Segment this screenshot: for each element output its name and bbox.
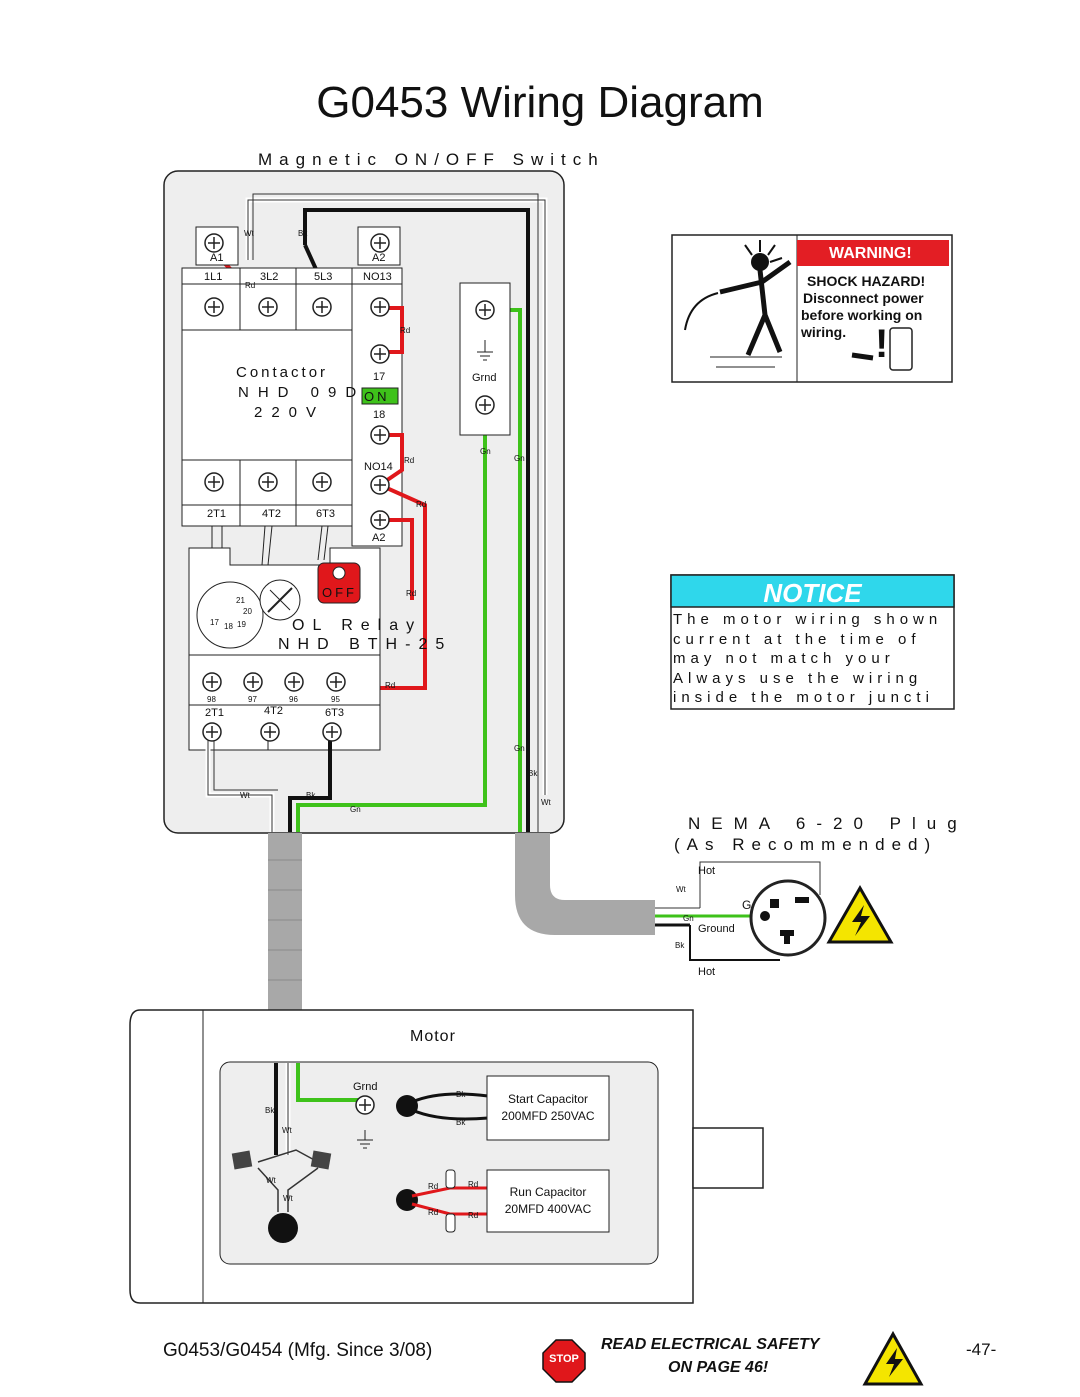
dial-mark-20: 20 bbox=[243, 607, 252, 616]
run-capacitor-name: Run Capacitor bbox=[509, 1185, 587, 1199]
page-title: G0453 Wiring Diagram bbox=[316, 78, 764, 127]
notice-line-3: may not match your bbox=[673, 650, 895, 667]
safety-line-2: ON PAGE 46! bbox=[668, 1359, 769, 1376]
motor-label: Motor bbox=[410, 1028, 456, 1045]
contactor-name: Contactor bbox=[236, 364, 329, 381]
ol-terminal-2t1-label: 2T1 bbox=[205, 707, 224, 719]
wire-tag-gn: Gn bbox=[514, 744, 525, 753]
footer-model: G0453/G0454 (Mfg. Since 3/08) bbox=[163, 1340, 433, 1361]
plug-label: NEMA 6-20 Plug bbox=[688, 814, 968, 833]
notice-line-1: The motor wiring shown bbox=[673, 611, 943, 628]
plug-hot-bottom-label: Hot bbox=[698, 966, 716, 978]
terminal-no13-label: NO13 bbox=[363, 271, 392, 283]
plug-sublabel: (As Recommended) bbox=[674, 835, 938, 854]
warning-line-2: Disconnect power bbox=[803, 290, 924, 306]
terminal-1l1-label: 1L1 bbox=[204, 271, 223, 283]
terminal-6t3-label: 6T3 bbox=[316, 508, 335, 520]
terminal-96-label: 96 bbox=[289, 695, 298, 704]
terminal-a1-label: A1 bbox=[210, 252, 224, 264]
terminal-2t1-label: 2T1 bbox=[207, 508, 226, 520]
ol-relay-name: OL Relay bbox=[292, 617, 423, 634]
plug-ground-label: Ground bbox=[698, 923, 735, 935]
wire-tag-rd: Rd bbox=[416, 500, 427, 509]
terminal-17-label: 17 bbox=[373, 371, 386, 383]
notice-line-4: Always use the wiring bbox=[673, 669, 923, 687]
notice-body: The motor wiring shown current at the ti… bbox=[673, 610, 952, 708]
wire-tag-bk: Bk bbox=[528, 769, 538, 778]
terminal-4t2-label: 4T2 bbox=[262, 508, 281, 520]
page-number: -47- bbox=[966, 1340, 997, 1359]
wire-tag-rd: Rd bbox=[385, 681, 396, 690]
wire-tag-gn: Gn bbox=[480, 447, 491, 456]
terminal-no14-label: NO14 bbox=[364, 461, 393, 473]
wire-tag-rd: Rd bbox=[400, 326, 411, 335]
warning-line-3: before working on bbox=[801, 307, 923, 323]
start-capacitor-rating: 200MFD 250VAC bbox=[501, 1109, 595, 1123]
plug-g-label: G bbox=[742, 898, 752, 912]
notice-line-5: inside the motor juncti bbox=[673, 689, 934, 706]
terminal-18-label: 18 bbox=[373, 409, 386, 421]
ol-relay-model: NHD BTH-25 bbox=[278, 636, 453, 653]
wire-tag-wt: Wt bbox=[240, 791, 250, 800]
svg-text:!: ! bbox=[875, 322, 888, 366]
wire-tag-bk: Bk bbox=[265, 1106, 275, 1115]
wire-tag-gn: Gn bbox=[350, 805, 361, 814]
wire-tag-bk: Bk bbox=[456, 1090, 466, 1099]
ground-block-label: Grnd bbox=[472, 372, 497, 384]
dial-mark-18: 18 bbox=[224, 622, 233, 631]
wire-tag-rd: Rd bbox=[404, 456, 415, 465]
terminal-a2-bottom-label: A2 bbox=[372, 532, 386, 544]
wire-tag-bk: Bk bbox=[298, 229, 308, 238]
ol-terminal-6t3-label: 6T3 bbox=[325, 707, 344, 719]
terminal-97-label: 97 bbox=[248, 695, 257, 704]
run-capacitor-rating: 20MFD 400VAC bbox=[504, 1202, 592, 1216]
motor-grnd-label: Grnd bbox=[353, 1081, 378, 1093]
wire-tag-rd: Rd bbox=[468, 1211, 479, 1220]
run-capacitor-label: Run Capacitor 20MFD 400VAC bbox=[487, 1184, 609, 1218]
plug-hot-top-label: Hot bbox=[698, 865, 716, 877]
stop-sign-label: STOP bbox=[549, 1353, 579, 1365]
terminal-98-label: 98 bbox=[207, 695, 216, 704]
contactor-voltage: 220V bbox=[254, 404, 326, 421]
on-label: ON bbox=[364, 389, 390, 404]
terminal-5l3-label: 5L3 bbox=[314, 271, 333, 283]
wire-tag-wt: Wt bbox=[282, 1126, 292, 1135]
wire-tag-bk: Bk bbox=[675, 941, 685, 950]
notice-line-2: current at the time of bbox=[673, 630, 921, 648]
wire-tag-wt: Wt bbox=[244, 229, 254, 238]
wire-tag-wt: Wt bbox=[283, 1194, 293, 1203]
wire-tag-rd: Rd bbox=[406, 589, 417, 598]
warning-line-4: wiring. bbox=[801, 324, 847, 340]
switch-label: Magnetic ON/OFF Switch bbox=[258, 150, 605, 169]
terminal-95-label: 95 bbox=[331, 695, 340, 704]
ol-terminal-4t2-label: 4T2 bbox=[264, 705, 283, 717]
dial-mark-19: 19 bbox=[237, 620, 246, 629]
warning-line-1: SHOCK HAZARD! bbox=[807, 273, 926, 289]
wire-tag-wt: Wt bbox=[266, 1176, 276, 1185]
dial-mark-17: 17 bbox=[210, 618, 219, 627]
wire-tag-rd: Rd bbox=[468, 1180, 479, 1189]
dial-mark-21: 21 bbox=[236, 596, 245, 605]
wire-tag-rd: Rd bbox=[428, 1208, 439, 1217]
wire-tag-gn: Gn bbox=[514, 454, 525, 463]
wire-tag-gn: Gn bbox=[683, 914, 694, 923]
contactor-model: NHD 09D bbox=[238, 384, 366, 401]
wire-tag-wt: Wt bbox=[676, 885, 686, 894]
terminal-a2-label: A2 bbox=[372, 252, 386, 264]
notice-header: NOTICE bbox=[763, 578, 862, 608]
terminal-3l2-label: 3L2 bbox=[260, 271, 279, 283]
start-capacitor-label: Start Capacitor 200MFD 250VAC bbox=[487, 1091, 609, 1125]
wire-tag-rd: Rd bbox=[245, 281, 256, 290]
wire-tag-bk: Bk bbox=[456, 1118, 466, 1127]
start-capacitor-name: Start Capacitor bbox=[507, 1092, 589, 1106]
wire-tag-wt: Wt bbox=[541, 798, 551, 807]
safety-line-1: READ ELECTRICAL SAFETY bbox=[601, 1336, 820, 1353]
warning-header: WARNING! bbox=[829, 245, 912, 262]
off-label: OFF bbox=[322, 585, 357, 600]
wire-tag-rd: Rd bbox=[428, 1182, 439, 1191]
wire-tag-bk: Bk bbox=[306, 791, 316, 800]
